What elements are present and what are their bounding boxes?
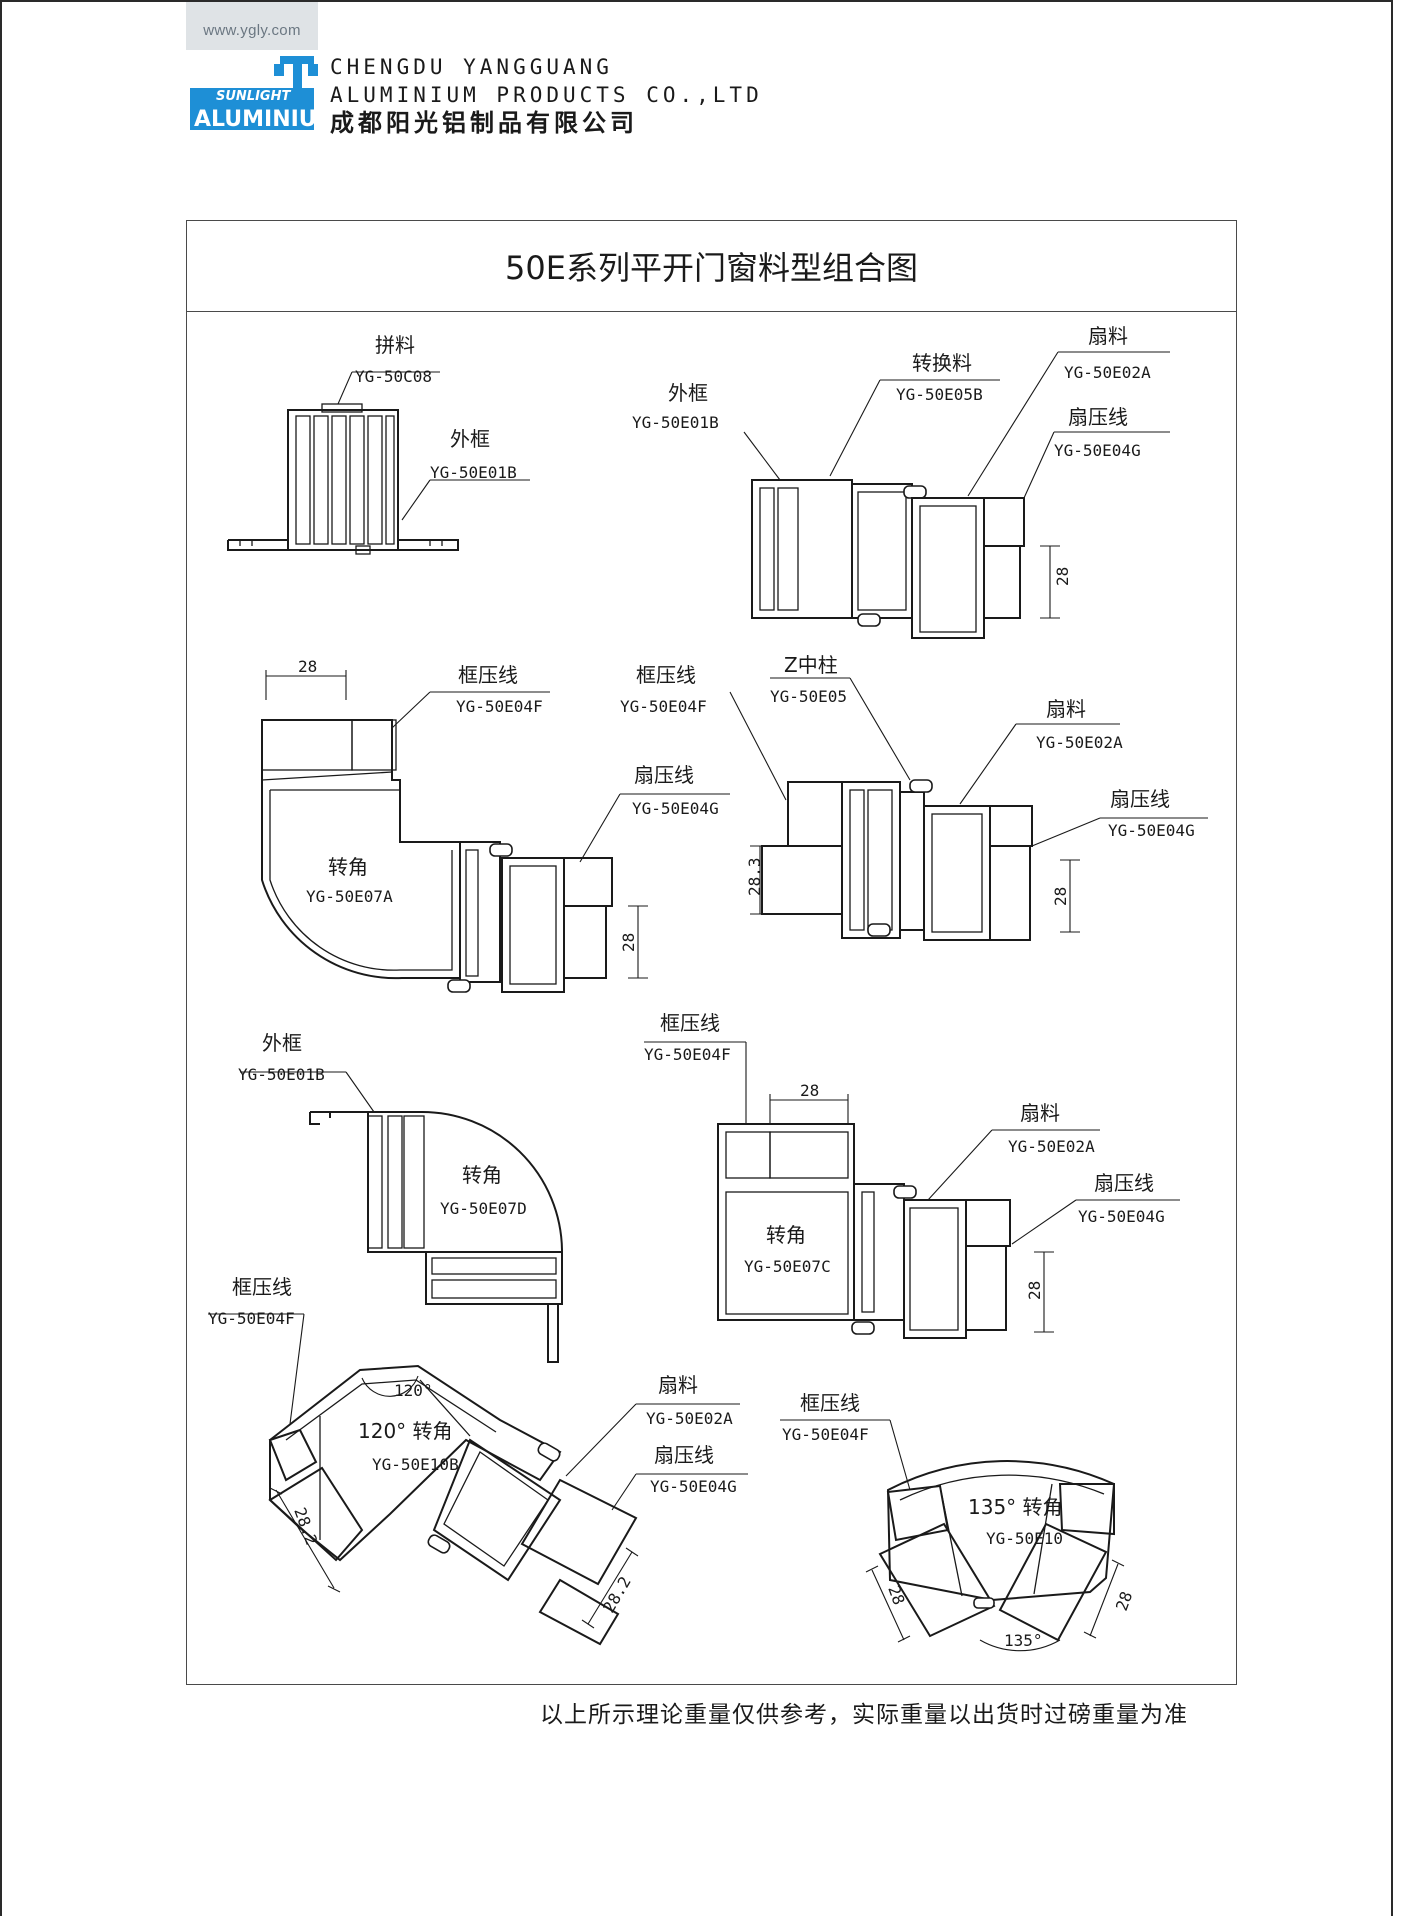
d2-label4-name: 扇压线: [1068, 405, 1128, 429]
d3-label1-code: YG-50E04F: [456, 697, 543, 716]
title-row: [186, 220, 1237, 312]
d2-label2-code: YG-50E05B: [896, 385, 983, 404]
d8-label1-code: YG-50E04F: [782, 1425, 869, 1444]
d3-label2-code: YG-50E04G: [632, 799, 719, 818]
company-logo: SUNLIGHT ALUMINIUM: [186, 2, 318, 132]
d3-corner-name: 转角: [328, 855, 368, 879]
d7-label3-code: YG-50E04G: [650, 1477, 737, 1496]
d1-label2-name: 外框: [450, 427, 490, 451]
d7-label2-code: YG-50E02A: [646, 1409, 733, 1428]
d4-dim-right: 28: [1051, 887, 1070, 906]
d8-corner-name: 135° 转角: [968, 1495, 1063, 1519]
d8-corner-code: YG-50E10: [986, 1529, 1063, 1548]
d6-label1-code: YG-50E04F: [644, 1045, 731, 1064]
d7-label3-name: 扇压线: [654, 1443, 714, 1467]
d3-label1-name: 框压线: [458, 663, 518, 687]
d4-label1-code: YG-50E04F: [620, 697, 707, 716]
diagram-z-mullion: 28.3 28 框压线 YG-50E04F Z中柱 YG-50E05 扇料 YG…: [620, 653, 1208, 941]
d7-label1-name: 框压线: [232, 1275, 292, 1299]
d7-angle: 120°: [394, 1381, 433, 1400]
d5-label1-code: YG-50E01B: [238, 1065, 325, 1084]
d1-label1-name: 拼料: [375, 333, 415, 357]
d6-label3-code: YG-50E04G: [1078, 1207, 1165, 1226]
d1-label2-code: YG-50E01B: [430, 463, 517, 482]
d4-label3-name: 扇料: [1046, 697, 1086, 721]
company-cn: 成都阳光铝制品有限公司: [330, 109, 638, 137]
d6-label2-code: YG-50E02A: [1008, 1137, 1095, 1156]
d8-dim-right: 28: [1112, 1589, 1136, 1614]
diagram-corner-07c: 28 28 框压线 YG-50E04F 扇料 YG-50E02A 扇压线 YG-…: [644, 1011, 1180, 1339]
d2-label3-name: 扇料: [1088, 324, 1128, 348]
d2-label1-name: 外框: [668, 381, 708, 405]
d3-corner-code: YG-50E07A: [306, 887, 393, 906]
footnote: 以上所示理论重量仅供参考，实际重量以出货时过磅重量为准: [540, 1702, 1188, 1728]
d7-dim-left: 28.2: [290, 1505, 321, 1548]
diagram-mullion: 拼料 YG-50C08 外框 YG-50E01B: [227, 333, 530, 555]
d8-angle: 135°: [1004, 1631, 1043, 1650]
d3-dim-top: 28: [298, 657, 317, 676]
logo-sunlight-text: SUNLIGHT: [216, 89, 291, 104]
d2-label2-name: 转换料: [912, 351, 972, 375]
d6-label3-name: 扇压线: [1094, 1171, 1154, 1195]
d6-corner-name: 转角: [766, 1223, 806, 1247]
d3-label2-name: 扇压线: [634, 763, 694, 787]
d2-label3-code: YG-50E02A: [1064, 363, 1151, 382]
diagram-corner-07a: 28 28 框压线 YG-50E04F 扇压线 YG-50E04G 转角 YG-…: [261, 657, 730, 993]
company-en-line-2: ALUMINIUM PRODUCTS CO.,LTD: [330, 83, 763, 107]
d4-label1-name: 框压线: [636, 663, 696, 687]
diagram-frame-sash: 28 外框 YG-50E01B 转换料 YG-50E05B 扇料 YG-50E0…: [632, 324, 1170, 639]
diagram-corner-07d: 外框 YG-50E01B 转角 YG-50E07D: [238, 1031, 563, 1363]
company-name: CHENGDU YANGGUANG ALUMINIUM PRODUCTS CO.…: [330, 53, 763, 137]
d4-dim-left: 28.3: [745, 857, 764, 896]
d5-corner-code: YG-50E07D: [440, 1199, 527, 1218]
company-en-line-1: CHENGDU YANGGUANG: [330, 55, 613, 79]
d6-dim-top: 28: [800, 1081, 819, 1100]
drawing-frame: [186, 220, 1237, 1685]
d6-label1-name: 框压线: [660, 1011, 720, 1035]
d7-corner-code: YG-50E10B: [372, 1455, 459, 1474]
d2-label1-code: YG-50E01B: [632, 413, 719, 432]
d4-label3-code: YG-50E02A: [1036, 733, 1123, 752]
d4-label4-name: 扇压线: [1110, 787, 1170, 811]
d4-label4-code: YG-50E04G: [1108, 821, 1195, 840]
page-title: 50E系列平开门窗料型组合图: [505, 249, 918, 287]
d2-dim: 28: [1053, 567, 1072, 586]
d2-label4-code: YG-50E04G: [1054, 441, 1141, 460]
d6-label2-name: 扇料: [1020, 1101, 1060, 1125]
d7-corner-name: 120° 转角: [358, 1419, 453, 1443]
website-url: www.ygly.com: [203, 22, 301, 39]
d6-dim-side: 28: [1025, 1281, 1044, 1300]
diagram-corner-135: 135° 28 28 框压线 YG-50E04F 135° 转角 YG-50E1…: [780, 1391, 1136, 1652]
d7-label1-code: YG-50E04F: [208, 1309, 295, 1328]
d6-corner-code: YG-50E07C: [744, 1257, 831, 1276]
d1-label1-code: YG-50C08: [355, 367, 432, 386]
d4-label2-code: YG-50E05: [770, 687, 847, 706]
d8-label1-name: 框压线: [800, 1391, 860, 1415]
d3-dim-side: 28: [619, 933, 638, 952]
logo-aluminium-text: ALUMINIUM: [194, 107, 318, 132]
d4-label2-name: Z中柱: [784, 653, 838, 677]
d5-label1-name: 外框: [262, 1031, 302, 1055]
d7-dim-right: 28.2: [599, 1573, 635, 1616]
d7-label2-name: 扇料: [658, 1373, 698, 1397]
diagram-corner-120: 120° 28.2 28.2 框压线 YG-50E04F 扇料 YG-50E02…: [208, 1275, 748, 1646]
d5-corner-name: 转角: [462, 1163, 502, 1187]
